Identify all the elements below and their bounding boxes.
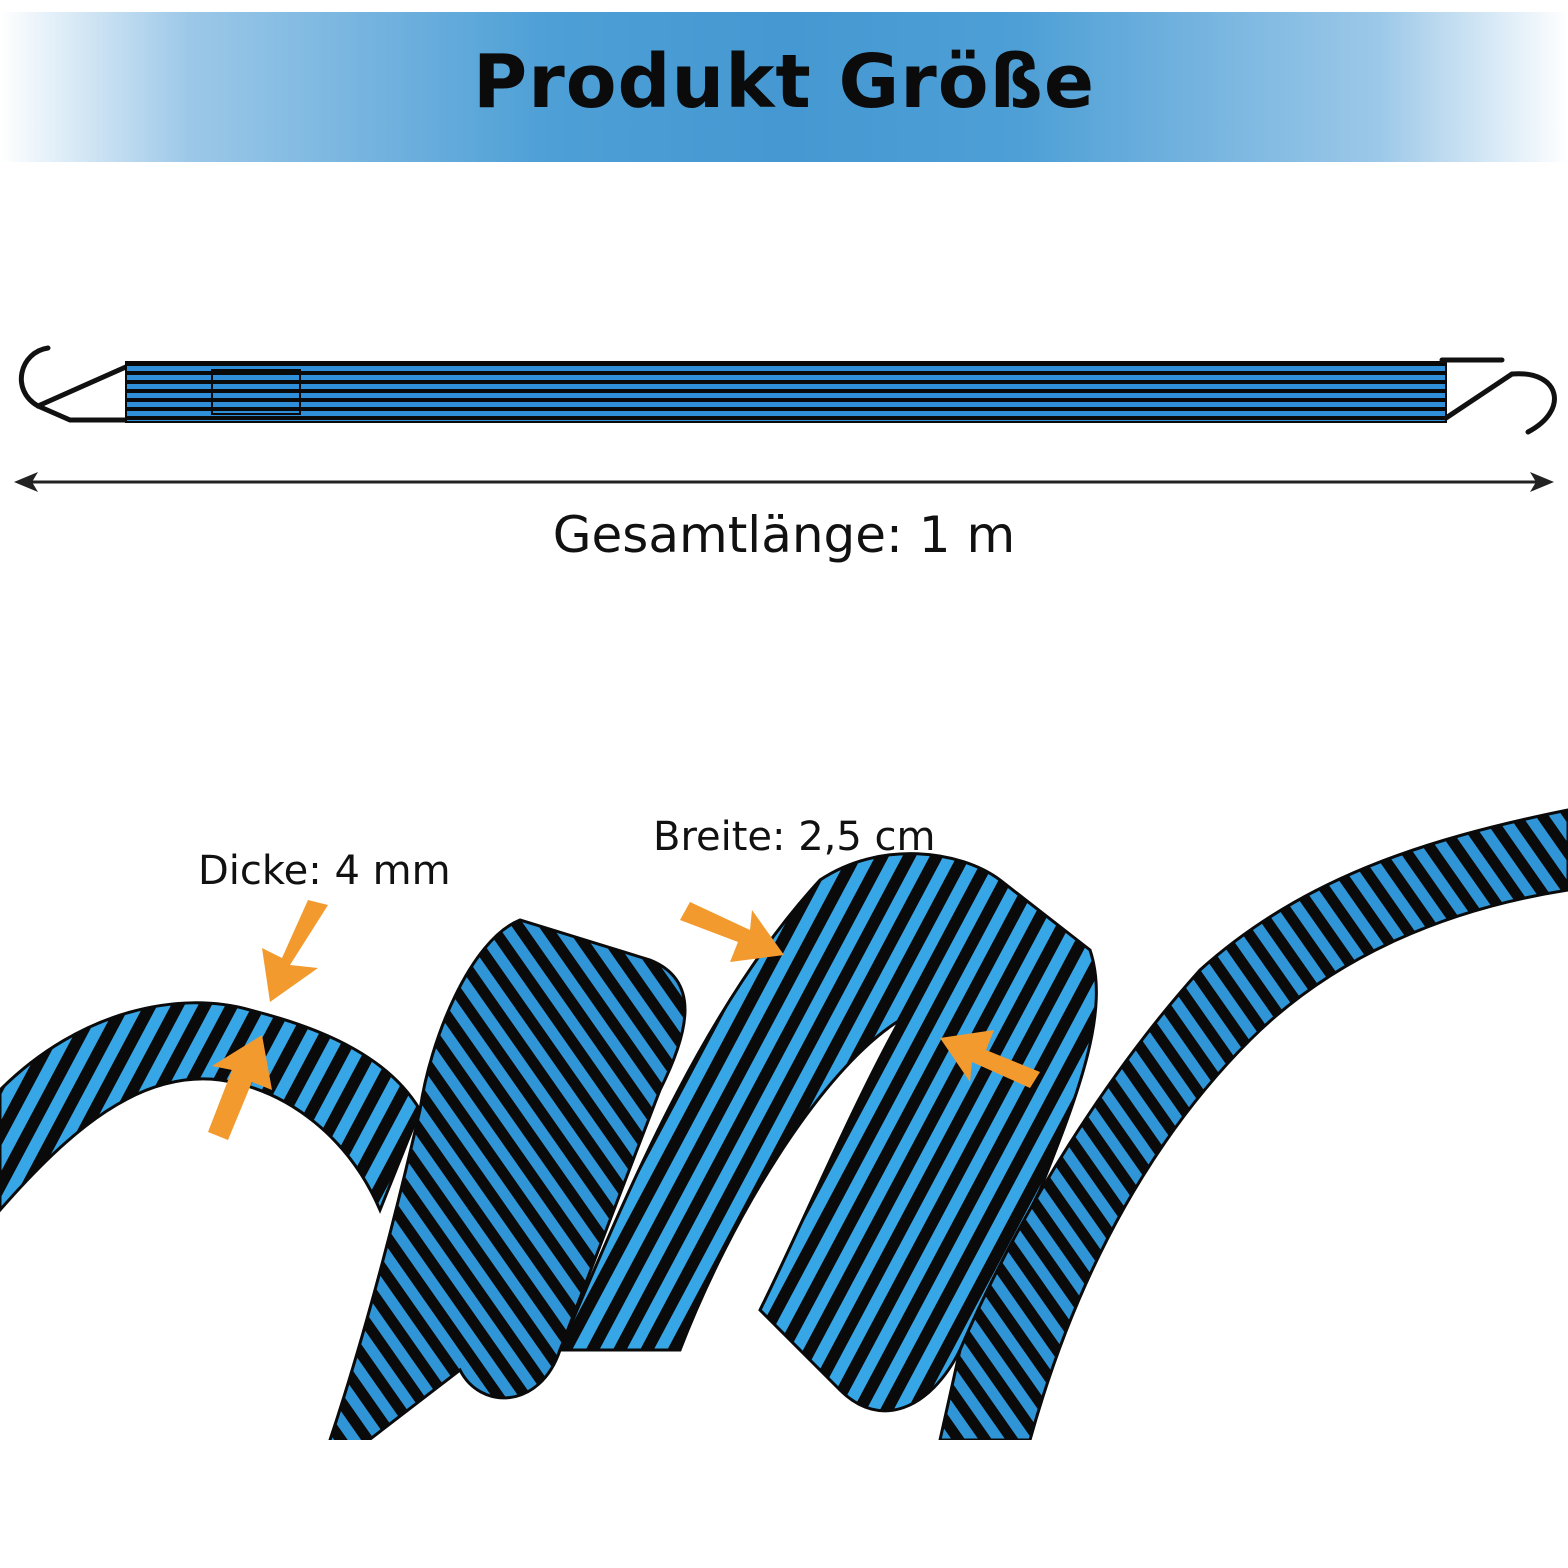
strap-wave-image <box>0 808 1568 1440</box>
width-label: Breite: 2,5 cm <box>653 814 936 860</box>
strap-tag <box>211 369 301 415</box>
strap-segment-4 <box>938 808 1568 1440</box>
strap-segment-1 <box>0 1001 422 1214</box>
right-hook-icon <box>1439 357 1557 435</box>
thickness-label: Dicke: 4 mm <box>198 848 451 894</box>
total-length-label: Gesamtlänge: 1 m <box>552 506 1016 564</box>
orange-arrow-icon <box>208 900 1040 1140</box>
header-banner: Produkt Größe <box>0 12 1568 162</box>
strap-band <box>125 361 1447 423</box>
double-arrow-icon <box>14 472 1554 492</box>
left-hook-icon <box>18 345 131 423</box>
page-title: Produkt Größe <box>472 39 1096 125</box>
strap-straight-image <box>18 345 1557 435</box>
